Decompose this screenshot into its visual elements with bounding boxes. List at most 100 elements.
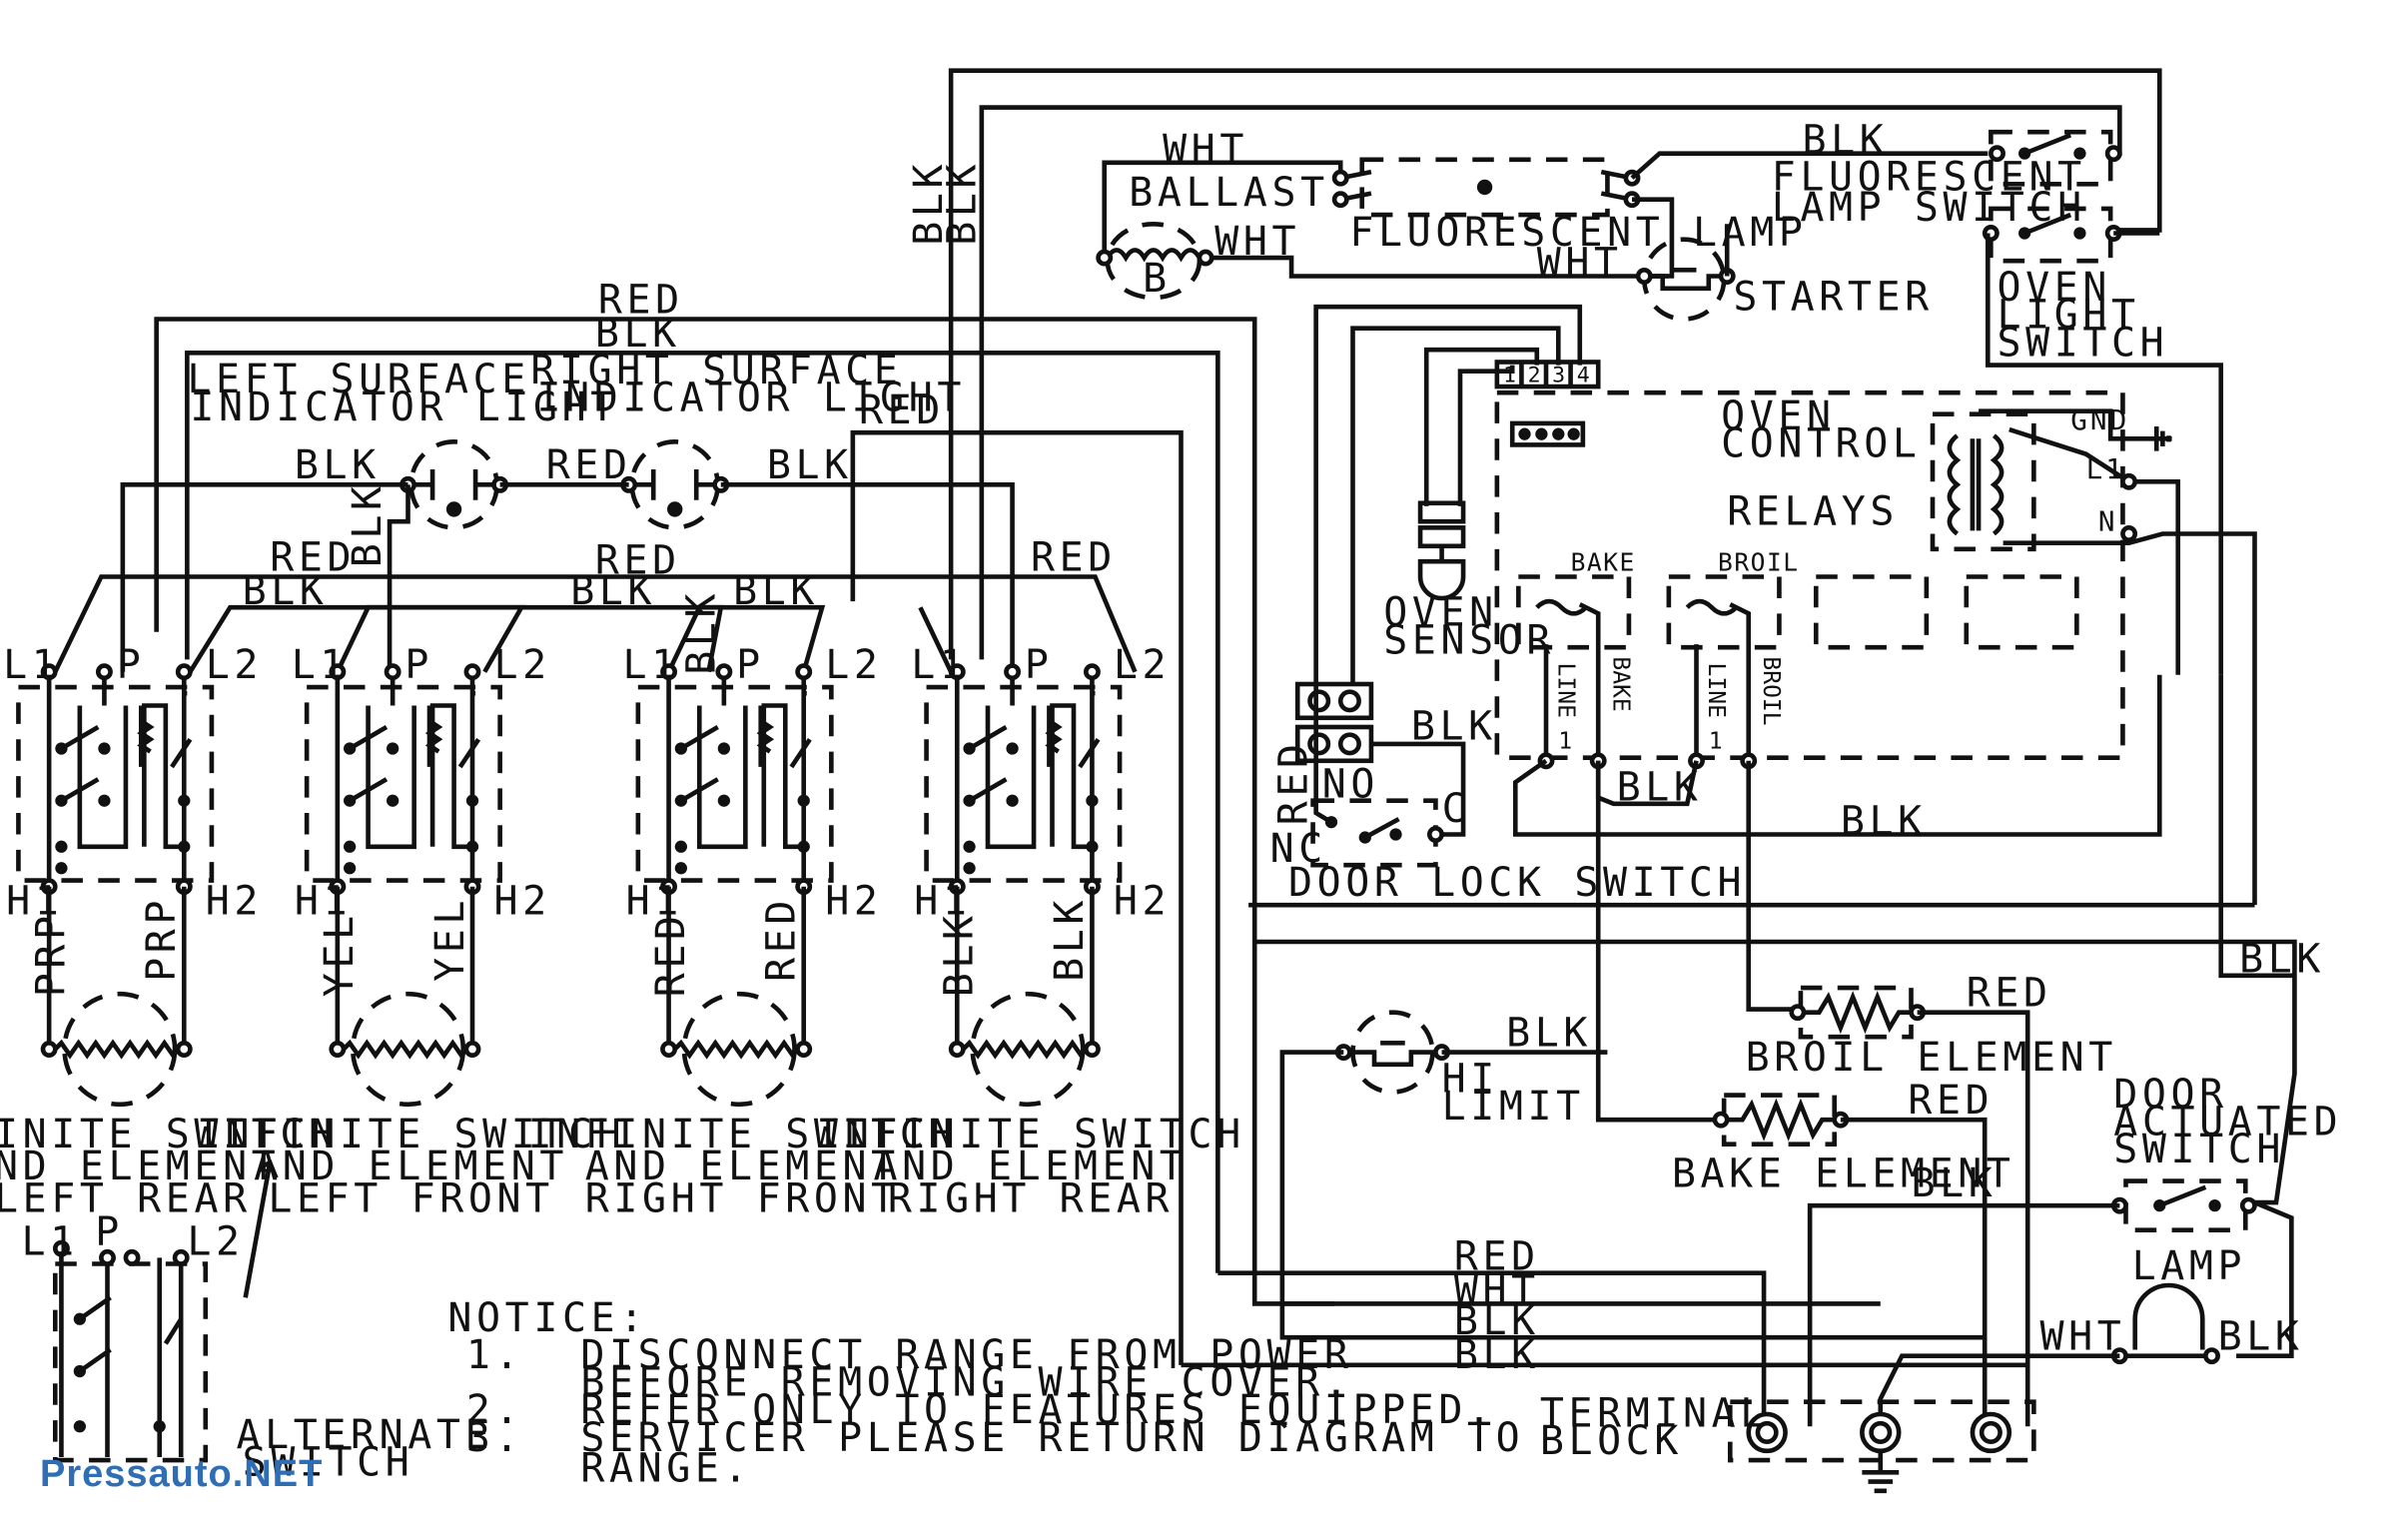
oven-sensor-label-1: OVEN bbox=[1383, 590, 1498, 636]
alt-p: P bbox=[95, 1209, 124, 1255]
relay-slot-3 bbox=[1813, 574, 1930, 650]
starter: STARTER bbox=[1635, 224, 1933, 322]
infinite-switch-housing[interactable] bbox=[16, 684, 215, 883]
terminal-p: P bbox=[117, 642, 146, 688]
terminal-l2: L2 bbox=[206, 642, 263, 688]
infinite-switch-housing[interactable] bbox=[304, 684, 502, 883]
wire-label-red-dls: RED bbox=[1270, 739, 1316, 825]
wire-label-wht-ballast: WHT bbox=[1163, 127, 1248, 173]
terminal-l1: L1 bbox=[3, 642, 60, 688]
broil-relay-tag-1: 1 bbox=[1709, 729, 1723, 755]
surface-unit-caption-3: LEFT REAR bbox=[0, 1175, 252, 1221]
n-label: N bbox=[2098, 504, 2118, 537]
dls-nc: NC bbox=[1270, 826, 1327, 872]
relay-slot-4 bbox=[1964, 574, 2079, 650]
surface-unit-caption-1: INFINITE SWITCH bbox=[816, 1112, 1245, 1157]
surface-unit-caption-1: INFINITE SWITCH bbox=[0, 1112, 338, 1157]
surface-unit-caption-2: AND ELEMENT bbox=[585, 1144, 900, 1189]
oven-sensor: OVEN SENSOR bbox=[1383, 500, 1555, 663]
broil-relay-tag-broil: BROIL bbox=[1758, 656, 1784, 725]
element-wire-label-left: BLK bbox=[937, 911, 983, 997]
notice-line-4: 3. SERVICER PLEASE RETURN DIAGRAM TO bbox=[466, 1415, 1524, 1461]
oven-lower-wiring: BLK BLK BLK bbox=[1248, 674, 2320, 1358]
wire-label-blk-row4: BLK bbox=[679, 589, 725, 675]
bake-element-label: BAKE ELEMENT bbox=[1672, 1152, 2015, 1197]
terminal-block: TERMINAL BLOCK bbox=[1540, 1390, 2036, 1494]
surface-unit-caption-1: INFINITE SWITCH bbox=[197, 1112, 626, 1157]
oven-lamp: LAMP WHT BLK bbox=[1878, 1243, 2299, 1427]
bake-relay bbox=[1516, 574, 1632, 650]
terminal-p: P bbox=[1025, 642, 1054, 688]
wire-label-blk-feed: BLK bbox=[1454, 1298, 1540, 1344]
pin-2: 2 bbox=[1528, 363, 1541, 387]
door-actuated-label-2: ACTUATED bbox=[2113, 1100, 2342, 1146]
bake-relay-tag-bake: BAKE bbox=[1608, 656, 1634, 711]
wire-label-blk-top: BLK bbox=[595, 311, 681, 357]
wire-label-wht-ballast-2: WHT bbox=[1214, 219, 1300, 265]
notice-line-3: 2. REFER ONLY TO FEATURES EQUIPPED. bbox=[466, 1387, 1496, 1433]
right-indicator-label-2: INDICATOR LIGHT bbox=[537, 376, 967, 421]
dls-c: C bbox=[1442, 786, 1471, 832]
surface-unit-caption-2: AND ELEMENT bbox=[874, 1144, 1189, 1189]
fluorescent-switch-label-1: FLUORESCENT bbox=[1772, 155, 2086, 201]
lamp-label: LAMP bbox=[2132, 1243, 2247, 1289]
oven-control-label-2: CONTROL bbox=[1721, 421, 1921, 467]
wire-label-blk-row2: BLK bbox=[570, 568, 656, 614]
fluorescent-lamp-switch[interactable]: FLUORESCENT LAMP SWITCH bbox=[1772, 129, 2122, 231]
terminal-h2: H2 bbox=[494, 878, 551, 924]
door-lock-switch[interactable]: BLK RED NO NC C DOOR LOCK SWITCH bbox=[1270, 681, 1747, 906]
terminal-block-label-2: BLOCK bbox=[1540, 1418, 1683, 1464]
terminal-l2: L2 bbox=[825, 642, 882, 688]
wire-label-red-row2: RED bbox=[595, 537, 681, 583]
terminal-p: P bbox=[404, 642, 433, 688]
wire-label-blk-hl: BLK bbox=[1506, 1010, 1592, 1056]
wire-label-blk-ind-r: BLK bbox=[767, 442, 853, 488]
wire-label-blk-fl: BLK bbox=[1802, 118, 1888, 164]
bake-relay-tag-line: LINE bbox=[1552, 663, 1578, 718]
bake-element: RED BAKE ELEMENT bbox=[1672, 1078, 2015, 1427]
terminal-l2: L2 bbox=[1114, 642, 1171, 688]
infinite-switch-housing[interactable] bbox=[924, 684, 1123, 883]
element-wire-label-right: BLK bbox=[1047, 896, 1093, 982]
terminal-l1: L1 bbox=[623, 642, 680, 688]
surface-element-coil bbox=[681, 991, 797, 1108]
wire-label-wht-feed: WHT bbox=[1454, 1267, 1540, 1313]
oven-sensor-label-2: SENSOR bbox=[1383, 617, 1555, 663]
bake-relay-tag-1: 1 bbox=[1558, 729, 1572, 755]
surface-unit-caption-3: RIGHT REAR bbox=[888, 1175, 1174, 1221]
oven-light-switch-label-2: LIGHT bbox=[1998, 293, 2140, 339]
wire-label-red-feed: RED bbox=[1454, 1234, 1540, 1280]
main-feed: RED WHT BLK BLK bbox=[1181, 1234, 2028, 1427]
notice-line-2: BEFORE REMOVING WIRE COVER. bbox=[466, 1360, 1353, 1406]
hi-limit-label-1: HI bbox=[1442, 1057, 1499, 1103]
door-actuated-switch[interactable]: BLK DOOR ACTUATED SWITCH bbox=[1807, 1072, 2342, 1427]
wire-label-wht-lamp: WHT bbox=[2040, 1314, 2126, 1360]
terminal-h2: H2 bbox=[825, 878, 882, 924]
surface-harness: RED BLK RED LEFT SURFACE INDICATOR LIGHT… bbox=[53, 277, 1257, 1365]
surface-unit-caption-1: INFINITE SWITCH bbox=[528, 1112, 958, 1157]
wire-label-red-row: RED bbox=[270, 534, 356, 580]
wire-label-blk-row3: BLK bbox=[733, 568, 819, 614]
element-wire-label-left: YEL bbox=[317, 911, 363, 997]
hi-limit-label-2: LIMIT bbox=[1442, 1084, 1585, 1130]
surface-element-coil bbox=[62, 991, 178, 1108]
wire-label-blk-ind-l: BLK bbox=[295, 442, 381, 488]
wire-label-blk-1: BLK bbox=[906, 160, 952, 246]
l1-label: L1 bbox=[2086, 452, 2125, 485]
notice-title: NOTICE: bbox=[447, 1295, 647, 1341]
alt-l2: L2 bbox=[187, 1218, 244, 1264]
starter-label: STARTER bbox=[1733, 274, 1933, 320]
left-indicator-label-1: LEFT SURFACE bbox=[187, 357, 530, 402]
infinite-switch-housing[interactable] bbox=[635, 684, 834, 883]
broil-relay bbox=[1666, 574, 1782, 650]
surface-unit-caption-2: AND ELEMENT bbox=[254, 1144, 568, 1189]
notice-line-1: 1. DISCONNECT RANGE FROM POWER bbox=[466, 1332, 1353, 1378]
oven-light-switch[interactable]: OVEN LIGHT SWITCH bbox=[1982, 206, 2224, 675]
surface-element-coil bbox=[350, 991, 466, 1108]
wire-label-red-broil: RED bbox=[1967, 971, 2052, 1017]
wire-label-wht-fl: WHT bbox=[1537, 241, 1623, 287]
alternate-switch[interactable]: L1 P L2 ALTERNATE SWITCH bbox=[22, 1158, 494, 1485]
